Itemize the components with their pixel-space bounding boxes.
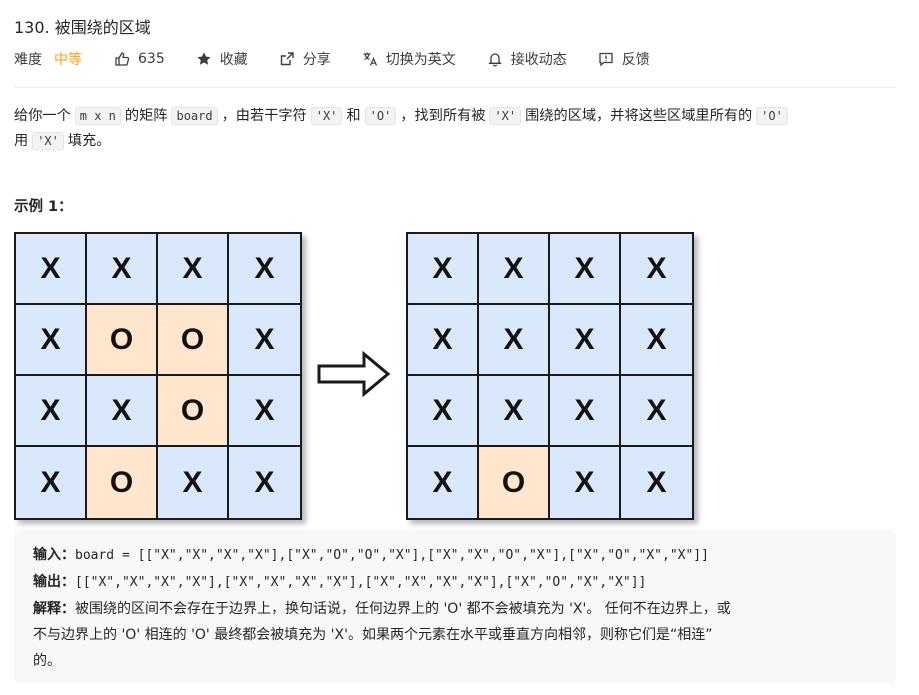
example-input-line: 输入：board = [["X","X","X","X"],["X","O","… bbox=[33, 542, 883, 569]
favorite-button[interactable]: 收藏 bbox=[196, 49, 248, 69]
star-icon bbox=[196, 51, 212, 67]
input-value: board = [["X","X","X","X"],["X","O","O",… bbox=[75, 548, 709, 563]
input-label: 输入： bbox=[33, 547, 75, 563]
output-label: 输出： bbox=[33, 574, 75, 590]
board-cell: X bbox=[87, 234, 158, 305]
board-cell: X bbox=[87, 376, 158, 447]
inline-code-o: 'O' bbox=[364, 107, 397, 125]
board-cell: O bbox=[87, 447, 158, 518]
board-cell: O bbox=[158, 376, 229, 447]
explain-text: 不与边界上的 'O' 相连的 'O' 最终都会被填充为 'X'。如果两个元素在水… bbox=[33, 627, 713, 643]
notify-button[interactable]: 接收动态 bbox=[487, 49, 567, 69]
desc-text: 和 bbox=[346, 108, 361, 124]
example-output-line: 输出：[["X","X","X","X"],["X","X","X","X"],… bbox=[33, 569, 883, 596]
board-cell: X bbox=[621, 234, 692, 305]
desc-text: 围绕的区域，并将这些区域里所有的 bbox=[525, 108, 753, 124]
board-cell: X bbox=[479, 234, 550, 305]
translate-label: 切换为英文 bbox=[385, 52, 456, 68]
translate-button[interactable]: 切换为英文 bbox=[362, 49, 456, 69]
board-cell: X bbox=[16, 376, 87, 447]
share-button[interactable]: 分享 bbox=[279, 49, 331, 69]
board-cell: O bbox=[87, 305, 158, 376]
board-cell: X bbox=[550, 447, 621, 518]
board-cell: X bbox=[621, 376, 692, 447]
board-cell: X bbox=[408, 447, 479, 518]
board-cell: X bbox=[229, 234, 300, 305]
desc-text: 用 bbox=[14, 133, 29, 149]
inline-code-x: 'X' bbox=[489, 107, 522, 125]
board-cell: X bbox=[550, 376, 621, 447]
share-label: 分享 bbox=[302, 52, 331, 68]
feedback-icon bbox=[598, 51, 614, 67]
thumbs-up-icon bbox=[114, 51, 130, 67]
inline-code-board: board bbox=[171, 107, 218, 125]
board-cell: X bbox=[479, 376, 550, 447]
board-cell: X bbox=[479, 305, 550, 376]
difficulty-label: 难度 bbox=[14, 52, 42, 68]
desc-text: 给你一个 bbox=[14, 108, 71, 124]
desc-text: ，由若干字符 bbox=[221, 108, 307, 124]
share-icon bbox=[279, 51, 295, 67]
example-explain-line: 解释：被围绕的区间不会存在于边界上，换句话说，任何边界上的 'O' 都不会被填充… bbox=[33, 596, 883, 622]
favorite-label: 收藏 bbox=[219, 52, 248, 68]
board-cell: O bbox=[158, 305, 229, 376]
board-cell: X bbox=[408, 305, 479, 376]
like-count: 635 bbox=[138, 51, 165, 67]
board-cell: X bbox=[16, 305, 87, 376]
board-cell: X bbox=[621, 447, 692, 518]
board-cell: X bbox=[621, 305, 692, 376]
inline-code-o: 'O' bbox=[756, 107, 788, 125]
explain-label: 解释： bbox=[33, 601, 75, 617]
output-value: [["X","X","X","X"],["X","X","X","X"],["X… bbox=[75, 575, 647, 590]
board-cell: X bbox=[229, 447, 300, 518]
explain-text: 的。 bbox=[33, 653, 61, 669]
board-cell: X bbox=[229, 376, 300, 447]
difficulty-badge: 中等 bbox=[54, 52, 82, 68]
board-cell: X bbox=[408, 376, 479, 447]
like-button[interactable]: 635 bbox=[114, 51, 165, 67]
feedback-button[interactable]: 反馈 bbox=[598, 49, 650, 69]
example-title: 示例 1： bbox=[14, 199, 73, 215]
board-cell: X bbox=[550, 305, 621, 376]
board-cell: X bbox=[550, 234, 621, 305]
inline-code-x: 'X' bbox=[310, 107, 343, 125]
board-cell: X bbox=[158, 234, 229, 305]
explain-text: 被围绕的区间不会存在于边界上，换句话说，任何边界上的 'O' 都不会被填充为 '… bbox=[75, 601, 731, 617]
feedback-label: 反馈 bbox=[621, 52, 650, 68]
desc-text: 的矩阵 bbox=[124, 108, 168, 124]
problem-toolbar: 难度 中等 635 收藏 分享 切换为英文 接收动态 反馈 bbox=[14, 48, 681, 70]
board-cell: X bbox=[408, 234, 479, 305]
board-cell: X bbox=[158, 447, 229, 518]
board-cell: X bbox=[229, 305, 300, 376]
inline-code-x: 'X' bbox=[32, 132, 64, 150]
arrow-right-icon bbox=[317, 350, 391, 398]
board-cell: X bbox=[16, 447, 87, 518]
example-block: 输入：board = [["X","X","X","X"],["X","O","… bbox=[14, 530, 896, 683]
board-cell: O bbox=[479, 447, 550, 518]
inline-code-mxn: m x n bbox=[74, 107, 121, 125]
bell-icon bbox=[487, 51, 503, 67]
board-cell: X bbox=[16, 234, 87, 305]
problem-title: 130. 被围绕的区域 bbox=[14, 18, 151, 37]
header-divider bbox=[14, 87, 896, 88]
desc-text: 填充。 bbox=[67, 133, 111, 149]
desc-text: ，找到所有被 bbox=[400, 108, 486, 124]
notify-label: 接收动态 bbox=[510, 52, 567, 68]
translate-icon bbox=[362, 51, 378, 67]
